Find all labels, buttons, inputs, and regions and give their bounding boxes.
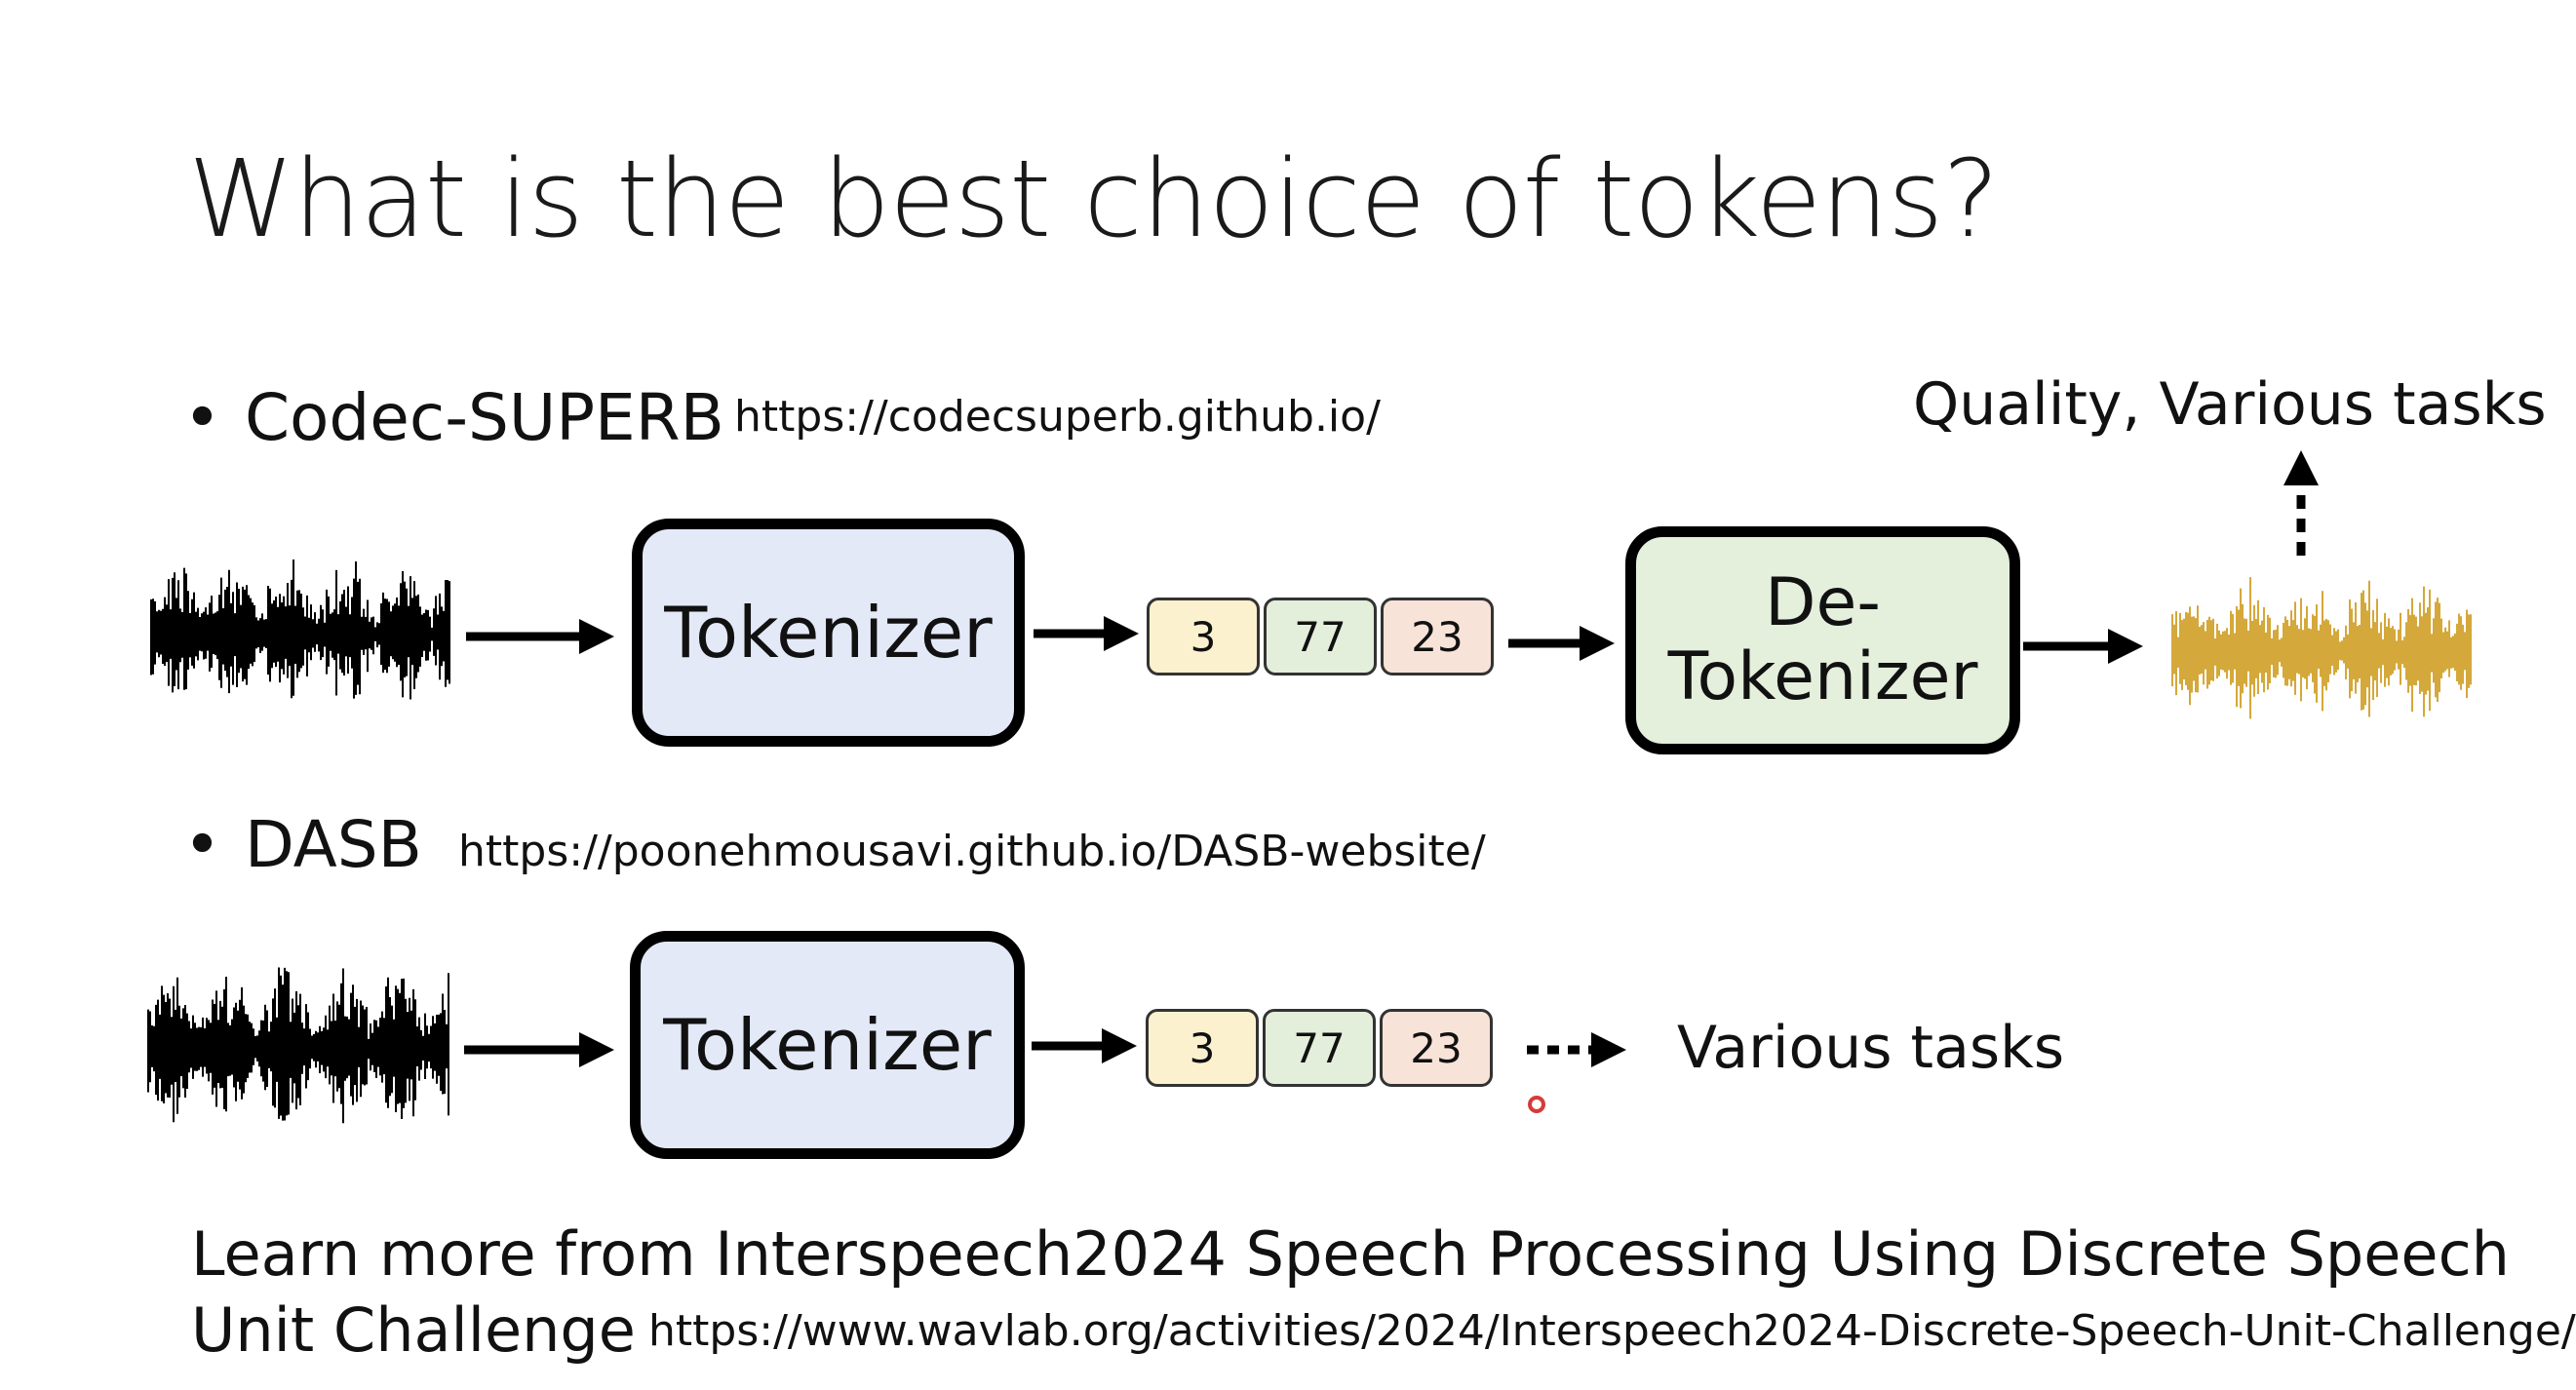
codec-token-2: 77 — [1264, 598, 1377, 676]
footer-line-1: Learn more from Interspeech2024 Speech P… — [191, 1218, 2510, 1290]
detokenizer-line-1: De- — [1765, 563, 1881, 641]
dasb-token-2: 77 — [1263, 1009, 1376, 1087]
codec-tokenizer-label: Tokenizer — [664, 592, 993, 674]
footer-url[interactable]: https://www.wavlab.org/activities/2024/I… — [648, 1306, 2576, 1356]
codec-superb-url[interactable]: https://codecsuperb.github.io/ — [734, 392, 1381, 442]
dasb-token-1: 3 — [1146, 1009, 1259, 1087]
dasb-output-label: Various tasks — [1677, 1014, 2065, 1082]
dasb-tokenizer-label: Tokenizer — [663, 1004, 992, 1086]
bullet-dasb: • DASB — [183, 807, 422, 882]
codec-input-waveform — [150, 560, 450, 700]
codec-token-1: 3 — [1147, 598, 1260, 676]
bullet-symbol: • — [183, 380, 221, 455]
dasb-label: DASB — [244, 807, 422, 882]
codec-detokenizer-box: De- Tokenizer — [1625, 526, 2020, 754]
dasb-url[interactable]: https://poonehmousavi.github.io/DASB-web… — [458, 827, 1486, 876]
bullet-codec-superb: • Codec-SUPERB — [183, 380, 724, 455]
dasb-tokenizer-box: Tokenizer — [630, 931, 1025, 1159]
codec-tokenizer-box: Tokenizer — [632, 519, 1025, 747]
codec-superb-label: Codec-SUPERB — [244, 380, 724, 455]
codec-output-waveform — [2171, 577, 2472, 719]
detokenizer-line-2: Tokenizer — [1667, 638, 1978, 715]
slide-title: What is the best choice of tokens? — [188, 136, 2000, 261]
dasb-input-waveform — [147, 967, 449, 1124]
footer-line-2: Unit Challenge — [191, 1294, 636, 1366]
cursor-dot — [1528, 1096, 1545, 1113]
diagram-graphics — [147, 450, 2472, 1124]
codec-token-3: 23 — [1381, 598, 1494, 676]
codec-output-label: Quality, Various tasks — [1913, 370, 2547, 439]
dasb-token-3: 23 — [1380, 1009, 1493, 1087]
bullet-symbol: • — [183, 807, 221, 882]
